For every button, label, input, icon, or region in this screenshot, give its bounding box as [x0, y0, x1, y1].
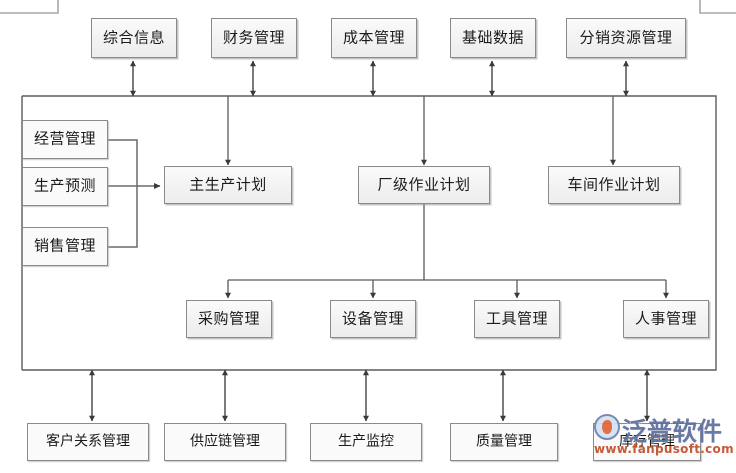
node-zonghe-xinxi[interactable]: 综合信息	[91, 18, 177, 58]
node-label: 人事管理	[634, 309, 697, 327]
node-xiaoshou-guanli[interactable]: 销售管理	[22, 227, 108, 266]
node-label: 综合信息	[102, 28, 165, 46]
node-label: 成本管理	[342, 28, 405, 46]
bottom-row-links	[89, 369, 650, 422]
node-label: 采购管理	[197, 309, 260, 327]
node-renshi-guanli[interactable]: 人事管理	[623, 300, 709, 338]
node-changji-zuoye-jihua[interactable]: 厂级作业计划	[358, 166, 490, 204]
node-zhiliang-guanli[interactable]: 质量管理	[450, 423, 558, 461]
node-label: 生产监控	[338, 433, 394, 450]
node-caigou-guanli[interactable]: 采购管理	[186, 300, 272, 338]
node-gongyinglian-guanli[interactable]: 供应链管理	[164, 423, 286, 461]
node-label: 车间作业计划	[567, 175, 661, 193]
node-shebei-guanli[interactable]: 设备管理	[330, 300, 416, 338]
node-jichu-shuju[interactable]: 基础数据	[450, 18, 536, 58]
node-shengchan-jiankong[interactable]: 生产监控	[310, 423, 422, 461]
node-label: 质量管理	[476, 433, 532, 450]
node-label: 生产预测	[33, 176, 96, 195]
top-row-links	[130, 60, 629, 97]
node-label: 经营管理	[33, 129, 96, 148]
node-shengchan-yuce[interactable]: 生产预测	[22, 167, 108, 206]
node-label: 财务管理	[222, 28, 285, 46]
node-fenxiao-ziyuan-guanli[interactable]: 分销资源管理	[566, 18, 686, 58]
node-gongju-guanli[interactable]: 工具管理	[474, 300, 560, 338]
node-label: 库存管理	[619, 433, 675, 450]
node-chengben-guanli[interactable]: 成本管理	[331, 18, 417, 58]
node-label: 分销资源管理	[579, 28, 673, 46]
node-caiwu-guanli[interactable]: 财务管理	[211, 18, 297, 58]
node-label: 设备管理	[341, 309, 404, 327]
node-label: 厂级作业计划	[377, 175, 471, 193]
page-corner-marks	[0, 0, 736, 14]
node-label: 工具管理	[485, 309, 548, 327]
node-zhu-shengchan-jihua[interactable]: 主生产计划	[164, 166, 292, 204]
node-kucun-guanli[interactable]: 库存管理	[593, 423, 701, 461]
node-kehu-guanxi-guanli[interactable]: 客户关系管理	[27, 423, 149, 461]
node-label: 主生产计划	[189, 175, 267, 193]
node-label: 销售管理	[33, 236, 96, 255]
node-chejian-zuoye-jihua[interactable]: 车间作业计划	[548, 166, 680, 204]
node-jingying-guanli[interactable]: 经营管理	[22, 120, 108, 159]
plan-feed-links	[225, 96, 616, 166]
resource-bus-links	[225, 203, 669, 299]
node-label: 供应链管理	[190, 433, 260, 450]
node-label: 客户关系管理	[46, 433, 130, 450]
left-input-links	[108, 139, 161, 248]
node-label: 基础数据	[461, 28, 524, 46]
